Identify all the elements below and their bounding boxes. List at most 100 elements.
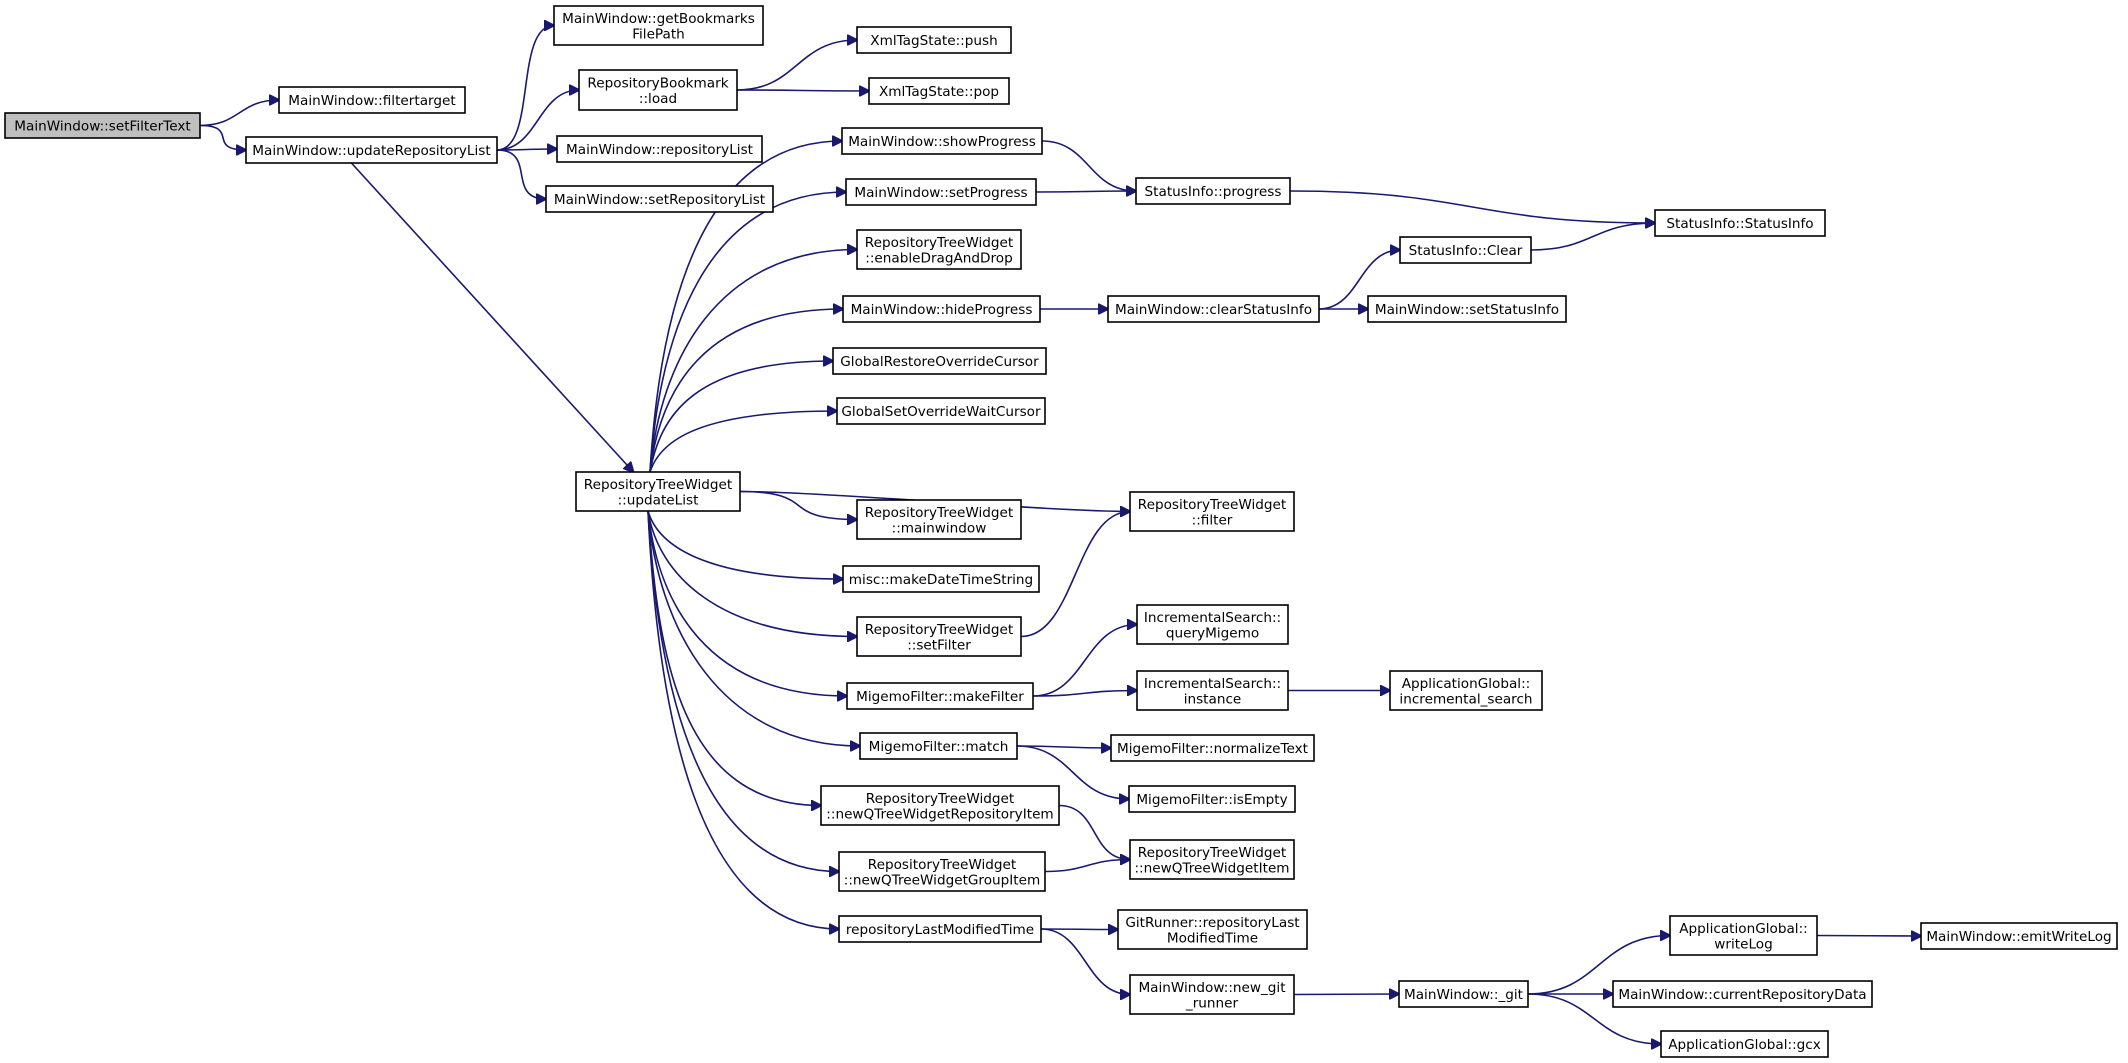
node-clearStatusInfo[interactable]: MainWindow::clearStatusInfo — [1107, 295, 1320, 323]
edges-layer — [199, 26, 1921, 1045]
edge-updateRepositoryList-to-setRepositoryList — [496, 149, 546, 199]
node-siStatusInfo[interactable]: StatusInfo::StatusInfo — [1654, 209, 1826, 237]
node-currentRepoData[interactable]: MainWindow::currentRepositoryData — [1612, 980, 1873, 1008]
edge-setFilterText-to-filtertarget — [199, 100, 279, 127]
node-newGitRunner[interactable]: MainWindow::new_git_runner — [1129, 974, 1295, 1015]
edge-showProgress-to-siProgress — [1041, 140, 1136, 191]
node-box — [1367, 295, 1567, 323]
node-globalSetWait[interactable]: GlobalSetOverrideWaitCursor — [836, 397, 1046, 425]
node-box — [1128, 785, 1296, 813]
edge-updateRepositoryList-to-updateList — [350, 162, 633, 472]
node-label: RepositoryTreeWidget — [584, 477, 732, 493]
node-box — [845, 178, 1037, 206]
edge-makeFilter-to-queryMigemo — [1032, 625, 1137, 697]
node-newGroupItem[interactable]: RepositoryTreeWidget::newQTreeWidgetGrou… — [838, 851, 1046, 892]
node-box — [278, 86, 466, 114]
node-newRepoItem[interactable]: RepositoryTreeWidget::newQTreeWidgetRepo… — [820, 785, 1060, 826]
node-enableDnD[interactable]: RepositoryTreeWidget::enableDragAndDrop — [856, 229, 1022, 270]
node-updateList[interactable]: RepositoryTreeWidget::updateList — [575, 471, 741, 512]
node-label: StatusInfo::StatusInfo — [1666, 216, 1813, 232]
edge-updateList-to-makeFilter — [647, 510, 847, 696]
edge-rbLoad-to-xmlPush — [736, 40, 857, 91]
node-label: IncrementalSearch:: — [1144, 610, 1281, 626]
node-xmlPop[interactable]: XmlTagState::pop — [868, 77, 1010, 105]
node-box — [846, 682, 1034, 710]
node-label: MainWindow::setRepositoryList — [554, 192, 765, 208]
node-siClear[interactable]: StatusInfo::Clear — [1399, 236, 1532, 264]
node-agGcx[interactable]: ApplicationGlobal::gcx — [1660, 1030, 1829, 1058]
node-hideProgress[interactable]: MainWindow::hideProgress — [842, 295, 1041, 323]
node-rbLoad[interactable]: RepositoryBookmark::load — [578, 69, 738, 111]
node-box — [245, 136, 498, 164]
node-emitWriteLog[interactable]: MainWindow::emitWriteLog — [1920, 922, 2118, 950]
node-repoLastModified[interactable]: repositoryLastModifiedTime — [838, 915, 1042, 943]
node-label: MainWindow::currentRepositoryData — [1618, 987, 1866, 1003]
node-box — [838, 851, 1046, 892]
node-setFilterText[interactable]: MainWindow::setFilterText — [4, 112, 201, 139]
node-setRepositoryList[interactable]: MainWindow::setRepositoryList — [545, 185, 774, 213]
edge-setProgress-to-siProgress — [1035, 191, 1136, 192]
edge-makeFilter-to-isInstance — [1032, 691, 1137, 697]
node-queryMigemo[interactable]: IncrementalSearch::queryMigemo — [1136, 604, 1289, 645]
node-label: ModifiedTime — [1167, 930, 1258, 946]
node-box — [556, 135, 763, 163]
node-rtwMainwindow[interactable]: RepositoryTreeWidget::mainwindow — [856, 499, 1022, 540]
edge-mwGit-to-agGcx — [1527, 993, 1661, 1044]
node-label: ::updateList — [618, 492, 699, 508]
node-label: incremental_search — [1399, 691, 1532, 707]
node-box — [820, 785, 1060, 826]
edge-siProgress-to-siStatusInfo — [1289, 190, 1655, 223]
node-box — [1669, 915, 1818, 956]
node-repositoryList[interactable]: MainWindow::repositoryList — [556, 135, 763, 163]
node-label: RepositoryBookmark — [587, 75, 728, 91]
node-newItem[interactable]: RepositoryTreeWidget::newQTreeWidgetItem — [1129, 839, 1295, 880]
node-isInstance[interactable]: IncrementalSearch::instance — [1136, 670, 1289, 711]
node-gitRepoLastModified[interactable]: GitRunner::repositoryLastModifiedTime — [1117, 909, 1308, 950]
edge-updateList-to-rtwSetFilter — [647, 510, 857, 637]
node-makeDateTimeString[interactable]: misc::makeDateTimeString — [842, 565, 1040, 593]
node-setStatusInfo[interactable]: MainWindow::setStatusInfo — [1367, 295, 1567, 323]
edge-updateList-to-newGroupItem — [647, 510, 839, 872]
node-mfMatch[interactable]: MigemoFilter::match — [859, 732, 1018, 760]
node-normalizeText[interactable]: MigemoFilter::normalizeText — [1110, 734, 1315, 762]
edge-updateRepositoryList-to-repositoryList — [496, 149, 557, 150]
node-filtertarget[interactable]: MainWindow::filtertarget — [278, 86, 466, 114]
node-label: MainWindow::clearStatusInfo — [1115, 302, 1312, 318]
node-isEmpty[interactable]: MigemoFilter::isEmpty — [1128, 785, 1296, 813]
node-box — [545, 185, 774, 213]
node-box — [841, 127, 1043, 155]
node-siProgress[interactable]: StatusInfo::progress — [1135, 177, 1291, 205]
node-box — [4, 112, 201, 139]
node-label: MainWindow::_git — [1404, 987, 1523, 1003]
node-showProgress[interactable]: MainWindow::showProgress — [841, 127, 1043, 155]
node-box — [1129, 839, 1295, 880]
node-label: MainWindow::emitWriteLog — [1926, 929, 2111, 945]
node-box — [1107, 295, 1320, 323]
node-globalRestore[interactable]: GlobalRestoreOverrideCursor — [832, 347, 1047, 375]
edge-repoLastModified-to-newGitRunner — [1040, 928, 1130, 995]
node-box — [856, 26, 1012, 54]
node-xmlPush[interactable]: XmlTagState::push — [856, 26, 1012, 54]
node-mwGit[interactable]: MainWindow::_git — [1398, 980, 1529, 1008]
edge-updateList-to-rtwMainwindow — [739, 490, 857, 520]
node-updateRepositoryList[interactable]: MainWindow::updateRepositoryList — [245, 136, 498, 164]
node-rtwFilter[interactable]: RepositoryTreeWidget::filter — [1129, 491, 1295, 532]
edge-updateList-to-globalRestore — [649, 361, 833, 473]
node-box — [842, 295, 1041, 323]
node-setProgress[interactable]: MainWindow::setProgress — [845, 178, 1037, 206]
node-label: MainWindow::updateRepositoryList — [252, 143, 490, 159]
node-label: MigemoFilter::isEmpty — [1136, 792, 1287, 808]
node-agIncremental[interactable]: ApplicationGlobal::incremental_search — [1389, 670, 1543, 711]
node-label: GlobalRestoreOverrideCursor — [840, 354, 1039, 370]
node-makeFilter[interactable]: MigemoFilter::makeFilter — [846, 682, 1034, 710]
node-box — [1612, 980, 1873, 1008]
node-agWriteLog[interactable]: ApplicationGlobal::writeLog — [1669, 915, 1818, 956]
edge-newRepoItem-to-newItem — [1058, 804, 1130, 860]
node-label: MainWindow::filtertarget — [288, 93, 455, 109]
node-rtwSetFilter[interactable]: RepositoryTreeWidget::setFilter — [856, 616, 1022, 657]
node-label: ::filter — [1192, 512, 1233, 528]
node-label: ::newQTreeWidgetRepositoryItem — [826, 806, 1053, 822]
node-label: RepositoryTreeWidget — [866, 791, 1014, 807]
node-label: MainWindow::repositoryList — [566, 142, 753, 158]
